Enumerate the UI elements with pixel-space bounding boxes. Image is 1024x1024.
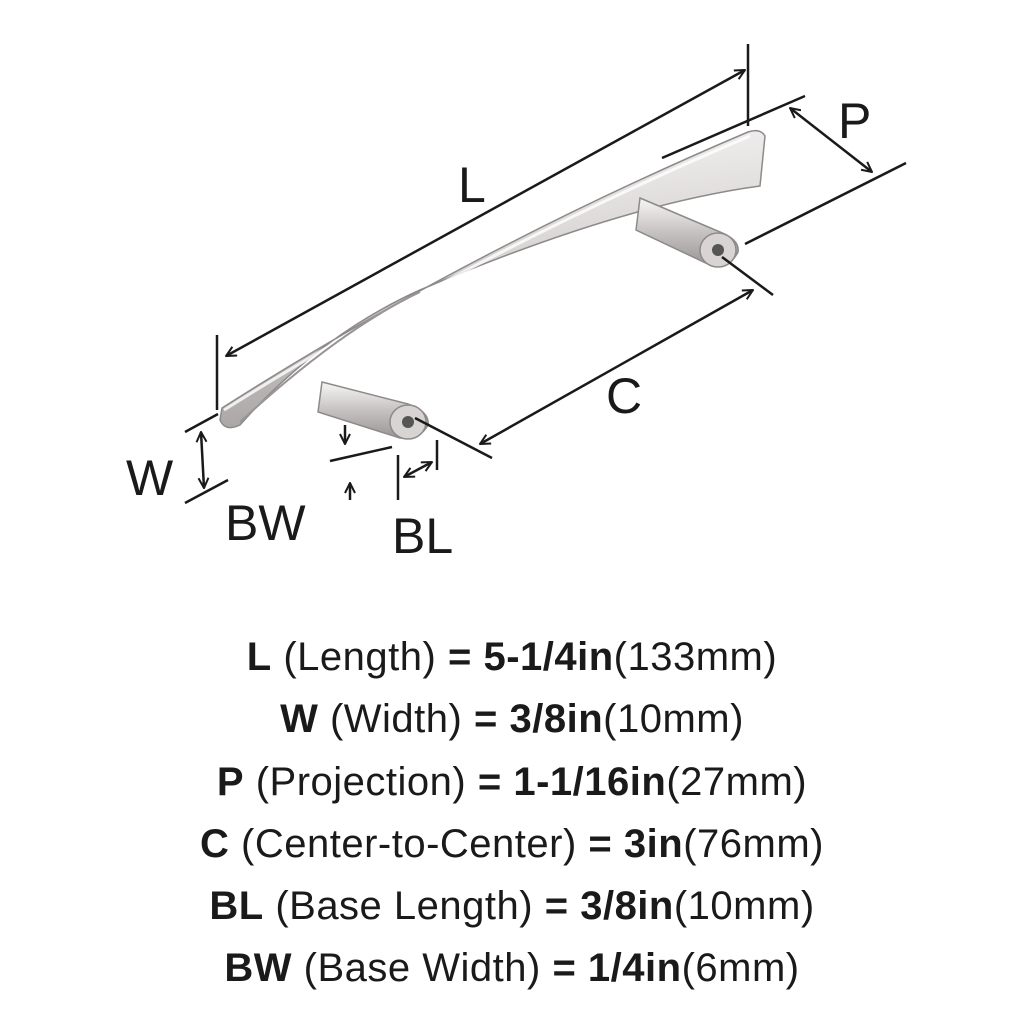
label-P: P bbox=[838, 93, 871, 149]
spec-eq: = bbox=[473, 697, 498, 742]
spec-metric: (6mm) bbox=[681, 946, 800, 991]
spec-code: C bbox=[200, 821, 230, 866]
label-W: W bbox=[126, 450, 174, 506]
spec-imperial: 3/8in bbox=[509, 697, 604, 742]
label-C: C bbox=[606, 368, 642, 424]
width-dimension-line bbox=[201, 432, 204, 488]
handle-bar bbox=[219, 129, 766, 429]
specifications-list: L (Length) = 5-1/4in(133mm) W (Width) = … bbox=[0, 626, 1024, 1000]
spec-imperial: 3/8in bbox=[580, 884, 674, 929]
spec-projection: P (Projection) = 1-1/16in(27mm) bbox=[0, 751, 1024, 813]
spec-eq: = bbox=[447, 635, 472, 679]
handle-post-left bbox=[317, 381, 429, 440]
spec-metric: (10mm) bbox=[603, 697, 744, 742]
spec-metric: (133mm) bbox=[613, 635, 778, 679]
label-BW: BW bbox=[225, 495, 306, 551]
spec-code: BL bbox=[209, 884, 264, 929]
spec-name: (Center-to-Center) bbox=[241, 821, 577, 866]
cabinet-pull-handle bbox=[219, 129, 766, 440]
spec-name: (Base Width) bbox=[303, 946, 541, 991]
spec-eq: = bbox=[588, 821, 613, 866]
spec-width: W (Width) = 3/8in(10mm) bbox=[0, 688, 1024, 750]
spec-name: (Length) bbox=[283, 635, 437, 679]
spec-eq: = bbox=[477, 759, 502, 804]
spec-code: W bbox=[280, 697, 319, 742]
base-length-dimension-line bbox=[404, 460, 432, 479]
spec-metric: (10mm) bbox=[673, 884, 815, 929]
spec-eq: = bbox=[552, 946, 577, 991]
spec-code: P bbox=[216, 759, 245, 804]
spec-eq: = bbox=[544, 884, 569, 929]
spec-name: (Projection) bbox=[255, 759, 467, 804]
spec-imperial: 1-1/16in bbox=[513, 759, 667, 804]
length-dimension-line bbox=[226, 68, 745, 358]
spec-imperial: 1/4in bbox=[587, 946, 682, 991]
spec-length: L (Length) = 5-1/4in(133mm) bbox=[0, 626, 1024, 688]
spec-imperial: 5-1/4in bbox=[483, 635, 614, 679]
spec-imperial: 3in bbox=[623, 821, 684, 866]
center-to-center-dimension-line bbox=[480, 290, 753, 444]
spec-metric: (27mm) bbox=[666, 759, 808, 804]
spec-center-to-center: C (Center-to-Center) = 3in(76mm) bbox=[0, 813, 1024, 875]
spec-base-width: BW (Base Width) = 1/4in(6mm) bbox=[0, 937, 1024, 999]
dimension-lines bbox=[184, 44, 907, 505]
spec-name: (Base Length) bbox=[275, 884, 534, 929]
handle-dimension-diagram: L P C W BW BL bbox=[126, 44, 907, 564]
spec-base-length: BL (Base Length) = 3/8in(10mm) bbox=[0, 875, 1024, 937]
spec-metric: (76mm) bbox=[683, 821, 824, 866]
spec-code: BW bbox=[224, 946, 293, 991]
label-BL: BL bbox=[392, 508, 453, 564]
projection-dimension-line bbox=[790, 108, 872, 172]
label-L: L bbox=[458, 157, 486, 213]
spec-name: (Width) bbox=[329, 697, 463, 742]
spec-code: L bbox=[246, 635, 272, 679]
